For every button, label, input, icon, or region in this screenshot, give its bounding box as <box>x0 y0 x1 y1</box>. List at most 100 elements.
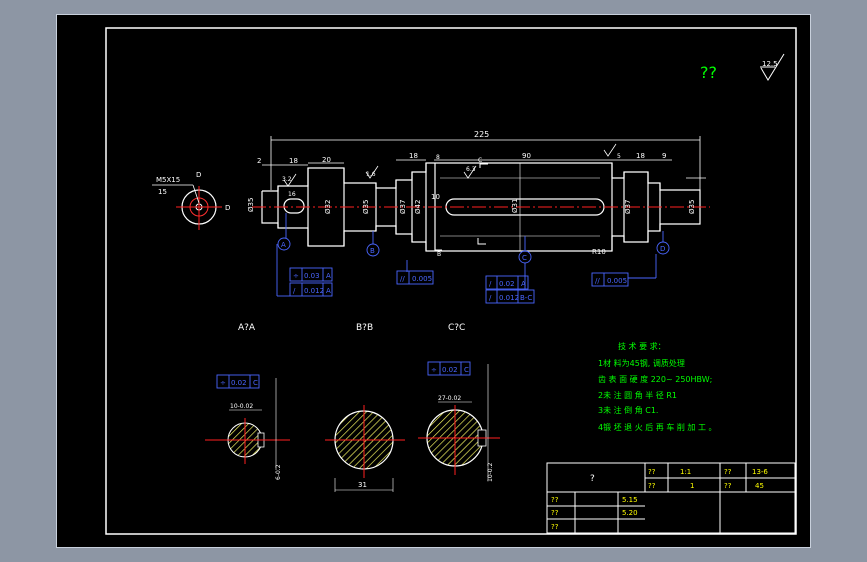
tol-1-sym: ÷ <box>293 272 299 280</box>
dim-18a: 18 <box>289 157 298 165</box>
dim-8: 8 <box>436 154 440 161</box>
dia-d: Ø42 <box>414 200 422 214</box>
title-block <box>546 462 796 534</box>
notes-heading: 技 术 要 求： <box>618 341 666 351</box>
tol-2-ref: A <box>326 287 331 295</box>
dim-10: 10 <box>431 193 440 201</box>
tol-4-ref: A <box>521 280 526 288</box>
tol-7-sym: ÷ <box>220 379 226 387</box>
datum-b: B <box>370 247 375 255</box>
corner-roughness-value: 12.5 <box>762 60 778 68</box>
tb-r1-c3: ?? <box>724 468 732 476</box>
tol-1-val: 0.03 <box>304 272 320 280</box>
tb-r1-c4: 13-6 <box>752 468 768 476</box>
tol-2-sym: / <box>293 287 296 295</box>
tb-r2-c2: 1 <box>690 482 694 490</box>
tol-3-sym: // <box>400 275 405 283</box>
tol-2-val: 0.012 <box>304 287 324 295</box>
dia-e: Ø31 <box>511 199 519 213</box>
dia-g: Ø35 <box>688 200 696 214</box>
dia-f: Ø37 <box>624 200 632 214</box>
tol-8-val: 0.02 <box>442 366 458 374</box>
tol-8-sym: ÷ <box>431 366 437 374</box>
tb-r2-c3: ?? <box>724 482 732 490</box>
tb-row1-label: ?? <box>551 496 559 504</box>
tol-8-ref: C <box>464 366 469 374</box>
tb-r1-c2: 1:1 <box>680 468 691 476</box>
inner-border <box>105 27 797 535</box>
end-view-mark-top: D <box>196 171 201 179</box>
tb-row2-label: ?? <box>551 509 559 517</box>
note-line-4: 3未 注 倒 角 C1. <box>598 405 658 415</box>
tol-7-val: 0.02 <box>231 379 247 387</box>
note-line-3: 2未 注 圆 角 半 径 R1 <box>598 390 677 400</box>
tb-r2-c1: ?? <box>648 482 656 490</box>
overall-dimension <box>270 136 701 190</box>
corner-roughness-symbol <box>760 53 785 81</box>
cut-c-top: C <box>478 157 482 164</box>
section-a-view <box>205 378 290 470</box>
dim-20: 20 <box>322 156 331 164</box>
dim-90: 90 <box>522 152 531 160</box>
section-a-width: 10-0.02 <box>230 403 253 410</box>
section-c-width: 27-0.02 <box>438 395 461 402</box>
section-a-title: A?A <box>238 323 256 333</box>
note-line-2: 齿 表 面 硬 度 220~ 250HBW; <box>598 374 712 384</box>
tol-7-ref: C <box>253 379 258 387</box>
dia-a: Ø32 <box>324 200 332 214</box>
end-view-mark-right: D <box>225 204 230 212</box>
tb-r2-c4: 45 <box>755 482 764 490</box>
datum-d: D <box>660 245 665 253</box>
dim-16: 16 <box>288 191 296 198</box>
dim-18c: 18 <box>636 152 645 160</box>
roughness-a: 3.2 <box>282 176 292 183</box>
tol-5-sym: / <box>489 294 492 302</box>
datum-c: C <box>522 254 527 262</box>
note-line-1: 1材 料为45钢, 调质处理 <box>598 358 685 368</box>
tol-4-val: 0.02 <box>499 280 515 288</box>
cut-b-bottom: B <box>437 251 441 258</box>
tolerance-text: ÷ 0.03 A / 0.012 A // 0.005 / 0.02 A / 0… <box>220 272 627 387</box>
section-cut-markers <box>434 163 488 251</box>
roughness-b: 6.3 <box>466 166 476 173</box>
roughness-c: 1.6 <box>366 171 376 178</box>
datum-leaders <box>276 213 670 297</box>
note-line-5: 4锻 坯 退 火 后 再 车 削 加 工 。 <box>598 422 717 432</box>
roughness-symbols <box>283 143 617 187</box>
tol-1-ref: A <box>326 272 331 280</box>
dim-5: 5 <box>617 153 621 160</box>
tol-4-sym: / <box>489 280 492 288</box>
sheet-title-mark: ?? <box>700 63 717 82</box>
tol-5-ref: B-C <box>520 294 532 302</box>
section-b-dia: 31 <box>358 481 367 489</box>
dim-9: 9 <box>662 152 666 160</box>
end-view <box>152 184 222 230</box>
section-c-title: C?C <box>448 323 465 333</box>
section-a-depth: 6-0.2 <box>275 464 282 480</box>
tolerance-frames <box>216 267 629 389</box>
section-b-title: B?B <box>356 323 373 333</box>
dim-18b: 18 <box>409 152 418 160</box>
dia-left: Ø35 <box>247 198 255 212</box>
dim-overall: 225 <box>474 130 489 139</box>
section-c-depth: 10-0.2 <box>487 462 494 482</box>
title-block-text: ? ?? 1:1 ?? 13-6 ?? 1 ?? 45 ?? 5.15 ?? 5… <box>551 468 768 531</box>
dia-c: Ø37 <box>399 200 407 214</box>
tol-5-val: 0.012 <box>499 294 519 302</box>
segment-dimension-lines <box>262 159 706 179</box>
tb-row2-date: 5.20 <box>622 509 638 517</box>
tol-3-val: 0.005 <box>412 275 432 283</box>
part-name: ? <box>590 474 595 484</box>
tb-row3-label: ?? <box>551 523 559 531</box>
datum-a: A <box>281 241 286 249</box>
tol-6-sym: // <box>595 277 600 285</box>
drawing-sheet <box>56 14 811 548</box>
tol-6-val: 0.005 <box>607 277 627 285</box>
tb-row1-date: 5.15 <box>622 496 638 504</box>
dia-b: Ø35 <box>362 200 370 214</box>
center-hole-depth: 15 <box>158 188 167 196</box>
dim-r10: R10 <box>592 248 606 256</box>
section-c-view <box>418 364 500 480</box>
section-b-view <box>325 405 405 492</box>
